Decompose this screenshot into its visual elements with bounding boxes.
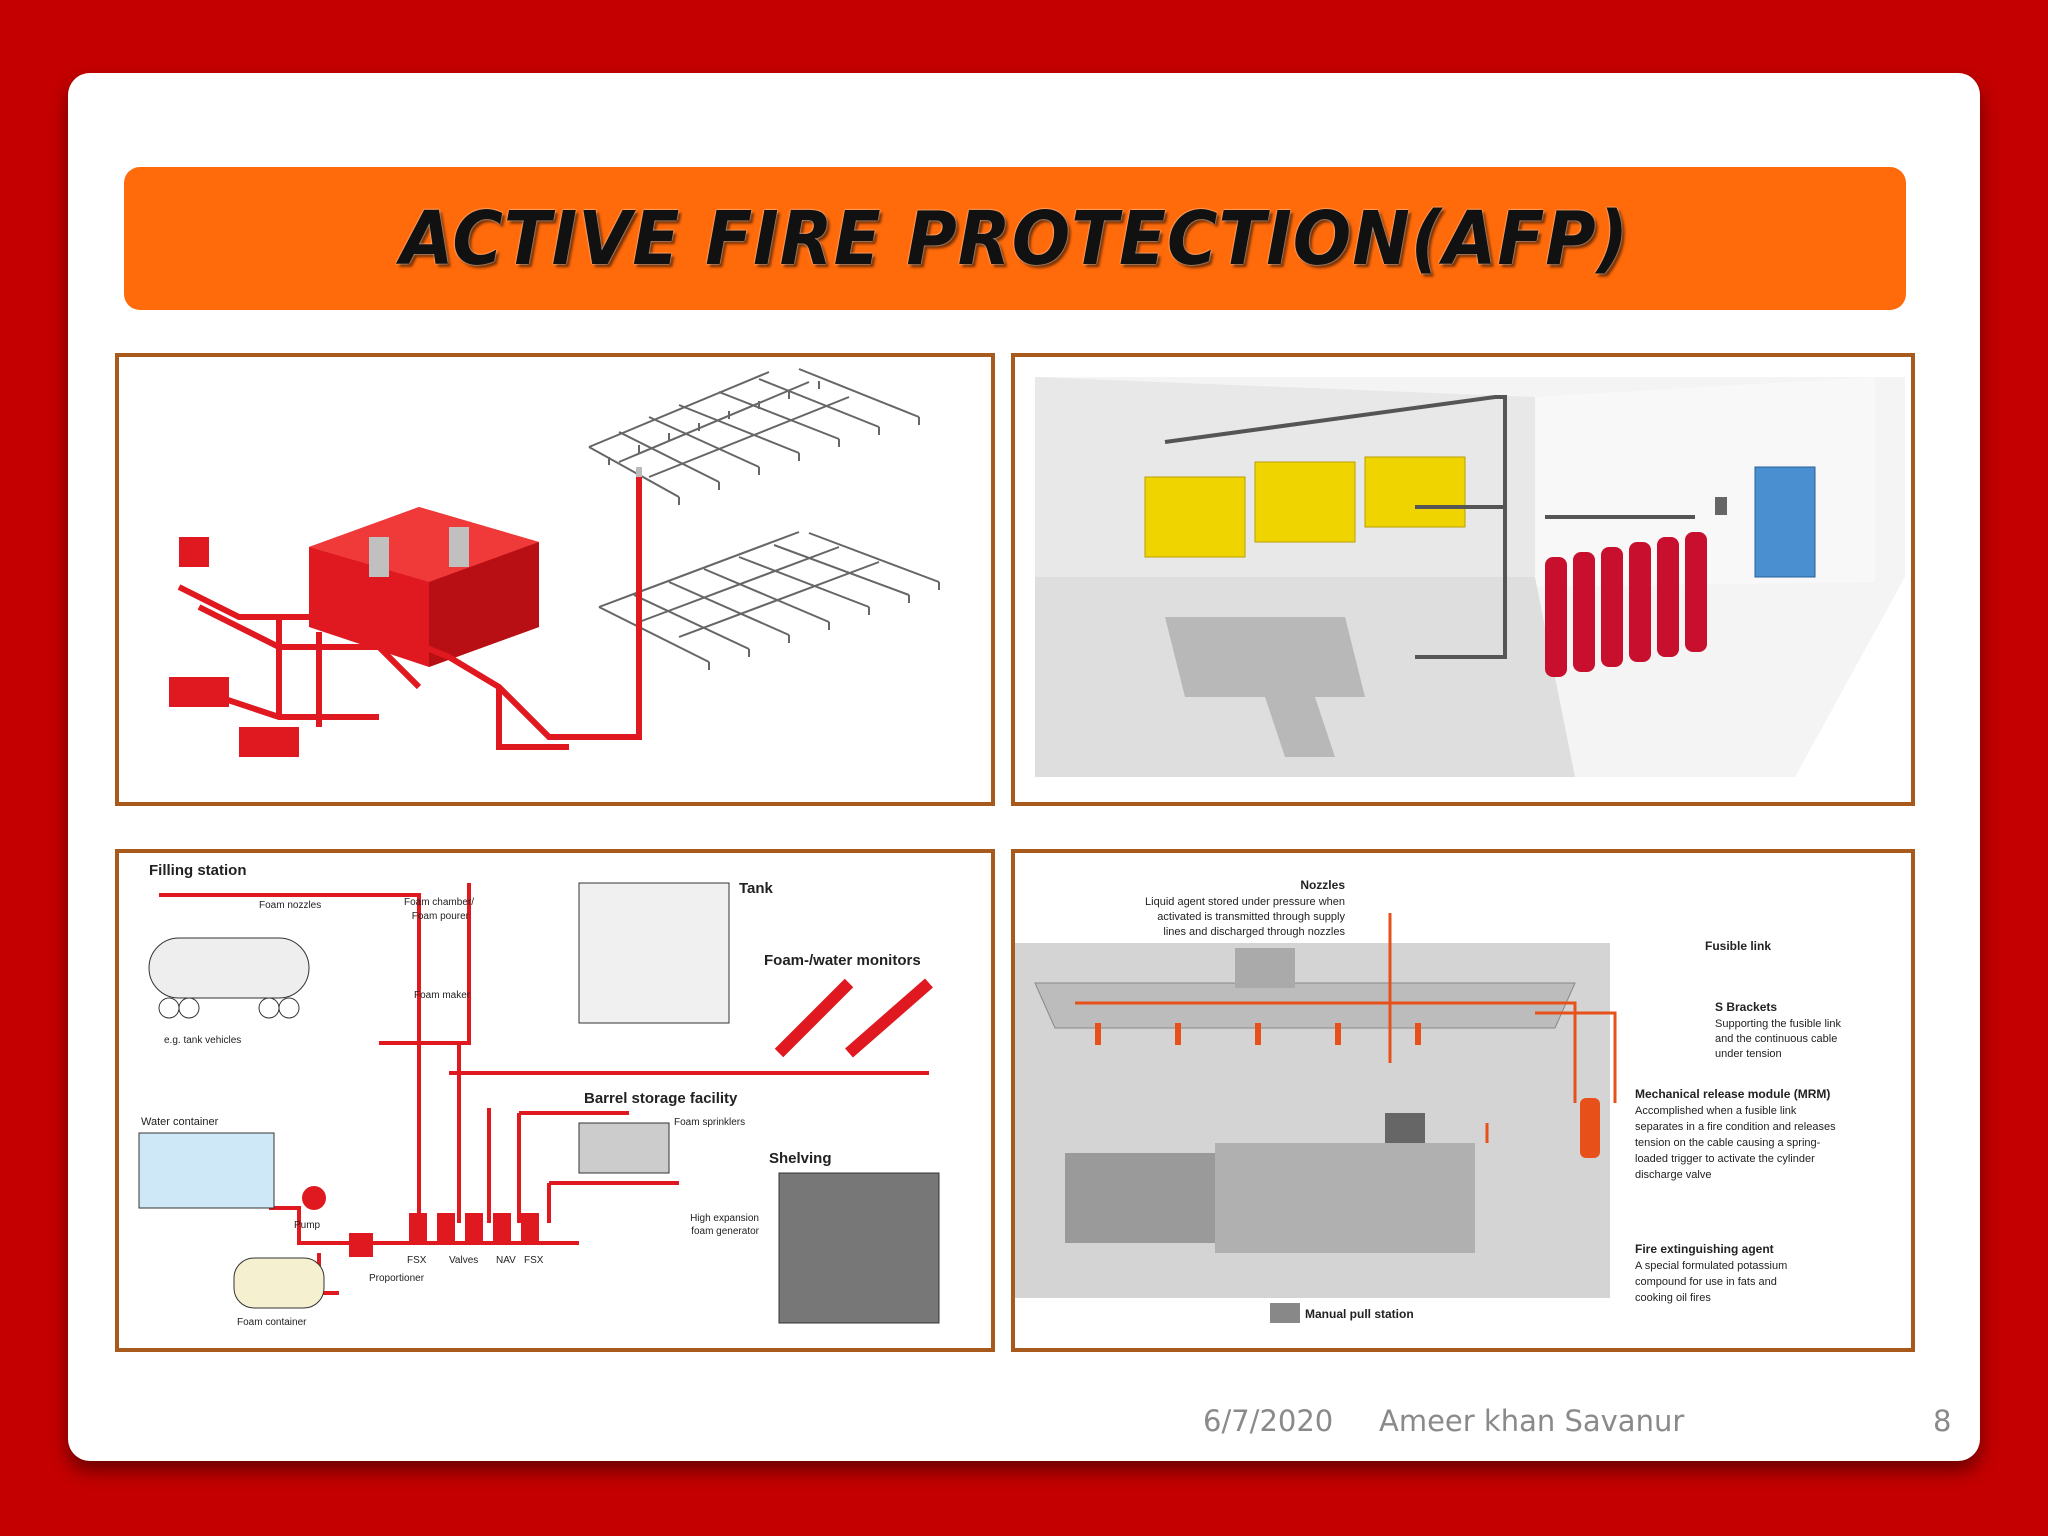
- label-pump: Pump: [294, 1220, 321, 1231]
- kitchen-suppression-diagram: Nozzles Liquid agent stored under pressu…: [1011, 849, 1915, 1352]
- label-mrm-desc-3: tension on the cable causing a spring-: [1635, 1137, 1821, 1149]
- kitchen-suppression-illustration: Nozzles Liquid agent stored under pressu…: [1015, 878, 1841, 1323]
- label-mrm-title: Mechanical release module (MRM): [1635, 1087, 1830, 1101]
- water-container: [138, 1132, 275, 1209]
- label-foam-maker: Foam maker: [414, 990, 471, 1001]
- label-foam-nozzles: Foam nozzles: [259, 900, 321, 911]
- hood-duct: [1235, 948, 1295, 988]
- label-filling-station: Filling station: [149, 862, 247, 879]
- label-pull-station: Manual pull station: [1305, 1307, 1414, 1321]
- label-mrm-desc-2: separates in a fire condition and releas…: [1635, 1121, 1836, 1133]
- distribution-pipes: [1164, 395, 1695, 659]
- label-foam-sprinklers: Foam sprinklers: [674, 1117, 745, 1128]
- upper-sprinkler-grid: [588, 368, 920, 505]
- label-tank-vehicles: e.g. tank vehicles: [164, 1035, 241, 1046]
- control-box: [1715, 497, 1727, 515]
- label-barrel-storage: Barrel storage facility: [584, 1090, 738, 1107]
- footer-author: Ameer khan Savanur: [1379, 1404, 1685, 1438]
- label-foam-pourer: Foam pourer: [412, 911, 470, 922]
- water-tank: [309, 507, 539, 667]
- label-water-container: Water container: [141, 1116, 219, 1128]
- foam-pipes: [159, 883, 929, 1295]
- slide: ACTIVE FIRE PROTECTION(AFP): [68, 73, 1980, 1461]
- shelving-unit: [778, 1172, 940, 1324]
- pull-station-box: [1270, 1303, 1300, 1323]
- label-nozzles-desc-3: lines and discharged through nozzles: [1163, 926, 1345, 938]
- discharge-nozzles: [1095, 1023, 1421, 1045]
- gas-suppression-image: [1011, 353, 1915, 806]
- tank: [578, 882, 730, 1024]
- label-nav: NAV: [496, 1255, 516, 1266]
- label-agent-desc-1: A special formulated potassium: [1635, 1260, 1787, 1272]
- barrels: [578, 1122, 670, 1174]
- extinguisher-cylinders: [1545, 532, 1707, 677]
- lower-sprinkler-grid: [598, 531, 940, 670]
- tank-vehicle: [148, 937, 310, 1019]
- label-s-brackets-desc-3: under tension: [1715, 1048, 1782, 1060]
- footer-date: 6/7/2020: [1203, 1404, 1334, 1438]
- foam-container: [233, 1257, 325, 1309]
- label-high-expansion: High expansion: [690, 1213, 759, 1224]
- label-monitors: Foam-/water monitors: [764, 952, 921, 969]
- label-valves: Valves: [449, 1255, 478, 1266]
- foam-system-diagram: Filling station Foam nozzles e.g. tank v…: [115, 849, 995, 1352]
- label-s-brackets: S Brackets: [1715, 1000, 1777, 1014]
- label-agent-desc-2: compound for use in fats and: [1635, 1276, 1777, 1288]
- page-number: 8: [1933, 1404, 1952, 1438]
- sprinkler-illustration: [169, 368, 940, 757]
- label-fusible-link: Fusible link: [1705, 939, 1771, 953]
- agent-cylinder: [1580, 1098, 1600, 1158]
- label-nozzles-desc-1: Liquid agent stored under pressure when: [1145, 896, 1345, 908]
- foam-valves: [302, 1186, 539, 1257]
- pot: [1385, 1113, 1425, 1143]
- server-cabinet-3: [1364, 456, 1466, 528]
- sprinkler-system-image: [115, 353, 995, 806]
- label-foam-container: Foam container: [237, 1317, 307, 1328]
- label-agent-desc-3: cooking oil fires: [1635, 1292, 1711, 1304]
- label-mrm-desc-5: discharge valve: [1635, 1169, 1711, 1181]
- door: [1754, 466, 1816, 578]
- hood: [1034, 982, 1576, 1029]
- label-agent-title: Fire extinguishing agent: [1635, 1242, 1774, 1256]
- server-cabinet-2: [1254, 461, 1356, 543]
- fryer: [1065, 1153, 1215, 1243]
- label-nozzles-desc-2: activated is transmitted through supply: [1157, 911, 1345, 923]
- label-fsx-left: FSX: [407, 1255, 427, 1266]
- label-nozzles-title: Nozzles: [1300, 878, 1345, 892]
- slide-title: ACTIVE FIRE PROTECTION(AFP): [400, 195, 1630, 282]
- label-foam-generator: foam generator: [691, 1226, 759, 1237]
- title-bar: ACTIVE FIRE PROTECTION(AFP): [124, 167, 1906, 310]
- label-tank: Tank: [739, 880, 774, 897]
- label-fsx-right: FSX: [524, 1255, 544, 1266]
- kitchen-pipes: [1075, 913, 1617, 1143]
- label-mrm-desc-4: loaded trigger to activate the cylinder: [1635, 1153, 1815, 1165]
- pump-1: [169, 677, 229, 707]
- range: [1215, 1143, 1475, 1253]
- gas-suppression-illustration: [1035, 377, 1905, 777]
- label-proportioner: Proportioner: [369, 1273, 425, 1284]
- supply-pipes: [177, 477, 642, 750]
- pump-2: [239, 727, 299, 757]
- label-shelving: Shelving: [769, 1150, 832, 1167]
- label-s-brackets-desc-1: Supporting the fusible link: [1715, 1018, 1841, 1030]
- label-foam-chamber: Foam chamber/: [404, 897, 474, 908]
- monitors: [774, 978, 933, 1058]
- control-panel: [179, 537, 209, 567]
- server-cabinet-1: [1144, 476, 1246, 558]
- label-s-brackets-desc-2: and the continuous cable: [1715, 1033, 1837, 1045]
- label-mrm-desc-1: Accomplished when a fusible link: [1635, 1105, 1797, 1117]
- foam-system-illustration: Filling station Foam nozzles e.g. tank v…: [138, 862, 940, 1328]
